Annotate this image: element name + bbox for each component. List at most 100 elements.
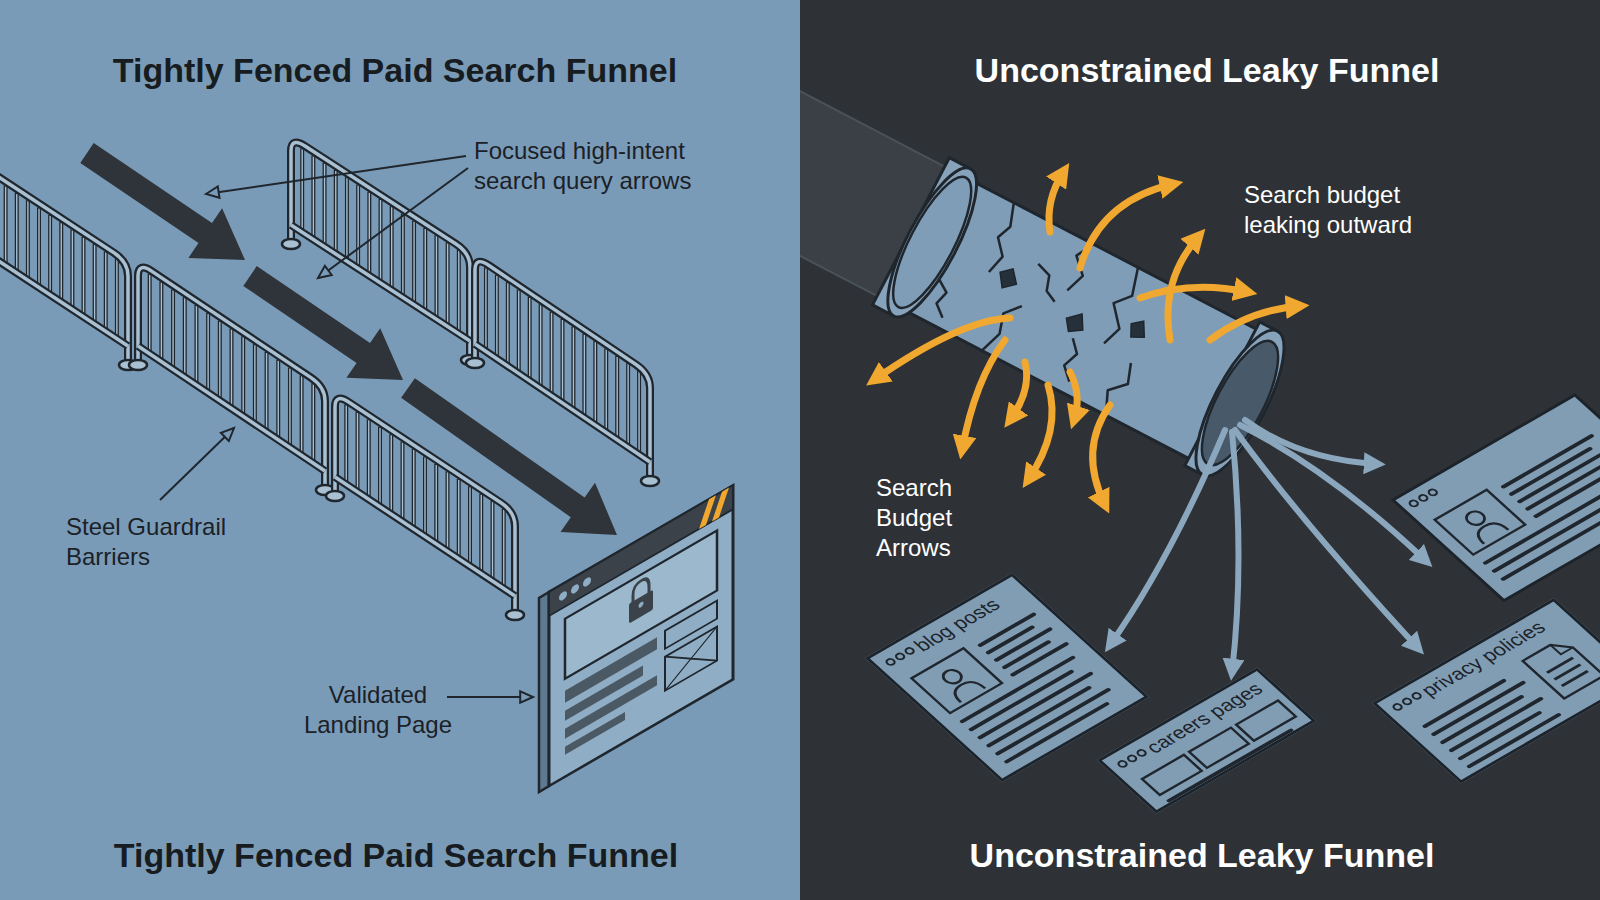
guardrail-bar bbox=[434, 235, 438, 319]
pipe-crack bbox=[989, 203, 1014, 272]
guardrail-bar bbox=[70, 229, 74, 309]
title-slot: Tightly Fenced Paid Search Funnel bbox=[114, 835, 678, 876]
guardrail-bar bbox=[389, 434, 393, 514]
panel-title: Unconstrained Leaky Funnel bbox=[970, 835, 1435, 876]
document-icon bbox=[1523, 638, 1600, 699]
guardrail-bar-light bbox=[83, 238, 84, 316]
warning-stripe bbox=[699, 495, 716, 529]
guardrail-bar bbox=[37, 208, 41, 288]
window-dot bbox=[1126, 754, 1137, 762]
content-bar bbox=[565, 712, 625, 755]
label-slot: Validated Landing Page bbox=[298, 680, 458, 740]
pipe-hole bbox=[1131, 321, 1144, 337]
guardrail-bar-light bbox=[492, 502, 493, 580]
guardrail-bar bbox=[423, 457, 427, 537]
leaky-funnel-art bbox=[800, 22, 1600, 672]
guardrail-bar-light bbox=[402, 215, 403, 297]
guardrail-rail-light bbox=[138, 268, 325, 487]
guardrail-bar-light bbox=[469, 487, 470, 565]
guardrail-bar-light bbox=[573, 327, 574, 409]
guardrail-bar bbox=[148, 274, 152, 354]
guardrail-bar bbox=[550, 312, 554, 396]
guardrail-bar bbox=[93, 244, 97, 324]
guardrail-bar-light bbox=[49, 216, 50, 294]
lock-keyhole bbox=[639, 601, 644, 609]
guardrail-bar bbox=[539, 304, 543, 388]
budget-leak-arrow bbox=[962, 340, 1005, 450]
guardrail-bar bbox=[457, 250, 461, 334]
panel-title: Tightly Fenced Paid Search Funnel bbox=[113, 50, 677, 91]
guardrail-bar-light bbox=[313, 157, 314, 239]
guardrail-bar-light bbox=[496, 276, 497, 358]
title-slot: Tightly Fenced Paid Search Funnel bbox=[113, 50, 677, 91]
landing-page-frame bbox=[549, 485, 733, 786]
guardrail-bar bbox=[571, 326, 575, 410]
traffic-flow-arrow bbox=[1232, 432, 1239, 672]
guardrail-bar-light bbox=[458, 480, 459, 558]
label-slot: Search budget leaking outward bbox=[1244, 180, 1434, 240]
guardrail-bar-light bbox=[595, 342, 596, 424]
traffic-flow-arrow bbox=[1240, 425, 1426, 561]
guardrail-bar bbox=[615, 356, 619, 440]
guardrail-bar bbox=[517, 290, 521, 374]
budget-leak-arrow bbox=[1093, 405, 1110, 505]
guardrail-bar bbox=[604, 349, 608, 433]
guardrail-bar bbox=[194, 305, 198, 385]
guardrail-bar-light bbox=[391, 207, 392, 289]
window-dot bbox=[1117, 760, 1128, 768]
guardrail-rail bbox=[335, 477, 515, 596]
person-icon bbox=[949, 678, 985, 703]
pipe-collar-face bbox=[872, 157, 993, 327]
web-page-card: privacy policies bbox=[1372, 598, 1600, 783]
guardrail-bar-light bbox=[616, 357, 617, 439]
panel-band: Unconstrained Leaky FunnelUnconstrained … bbox=[800, 0, 1600, 900]
guardrail-bar-light bbox=[638, 372, 639, 454]
guardrail-bar bbox=[183, 297, 187, 377]
guardrail-bar bbox=[311, 383, 315, 463]
window-dot bbox=[1408, 499, 1419, 507]
window-dot bbox=[1392, 703, 1403, 711]
title-slot: Unconstrained Leaky Funnel bbox=[975, 50, 1440, 91]
callout-label: Search budget leaking outward bbox=[1244, 180, 1434, 240]
guardrail-bar-light bbox=[481, 495, 482, 573]
fenced-funnel-art bbox=[0, 143, 733, 792]
window-dot bbox=[1418, 494, 1429, 502]
guardrail-rail-light bbox=[335, 477, 515, 596]
content-bar bbox=[565, 675, 657, 738]
guardrail-bar bbox=[159, 282, 163, 362]
guardrail-bar bbox=[582, 334, 586, 418]
text-line bbox=[986, 685, 1093, 748]
guardrail-bar-light bbox=[424, 458, 425, 536]
guardrail-bar-light bbox=[507, 283, 508, 365]
guardrail-bar-light bbox=[391, 435, 392, 513]
guardrail-bar-light bbox=[219, 322, 220, 400]
guardrail-bar bbox=[484, 267, 488, 351]
guardrail-foot bbox=[326, 491, 344, 501]
guardrail-bar-light bbox=[254, 345, 255, 423]
guardrail-bar bbox=[253, 344, 257, 424]
guardrail-rail bbox=[138, 268, 325, 487]
document-line bbox=[1561, 670, 1589, 687]
guardrail-bar bbox=[171, 289, 175, 369]
guardrail-bar-light bbox=[278, 361, 279, 439]
guardrail-bar bbox=[300, 148, 304, 232]
guardrail-bar bbox=[528, 297, 532, 381]
guardrail-bar bbox=[626, 363, 630, 447]
text-line bbox=[1439, 694, 1525, 744]
person-icon bbox=[1472, 519, 1508, 544]
web-page-frame bbox=[1393, 395, 1600, 601]
label-slot: Steel Guardrail Barriers bbox=[66, 512, 246, 572]
guardrail-rail bbox=[0, 229, 128, 346]
text-line bbox=[977, 671, 1094, 740]
guardrail-bar bbox=[561, 319, 565, 403]
traffic-flow-arrow bbox=[1245, 420, 1377, 464]
guardrail-bar-light bbox=[335, 171, 336, 253]
guardrail-bar bbox=[104, 251, 108, 331]
guardrail-bar-light bbox=[105, 252, 106, 330]
guardrail-foot bbox=[466, 358, 484, 368]
lock-body bbox=[629, 590, 653, 624]
leader-line bbox=[160, 428, 234, 500]
guardrail-bar bbox=[300, 375, 304, 455]
guardrail-bar-light bbox=[627, 364, 628, 446]
